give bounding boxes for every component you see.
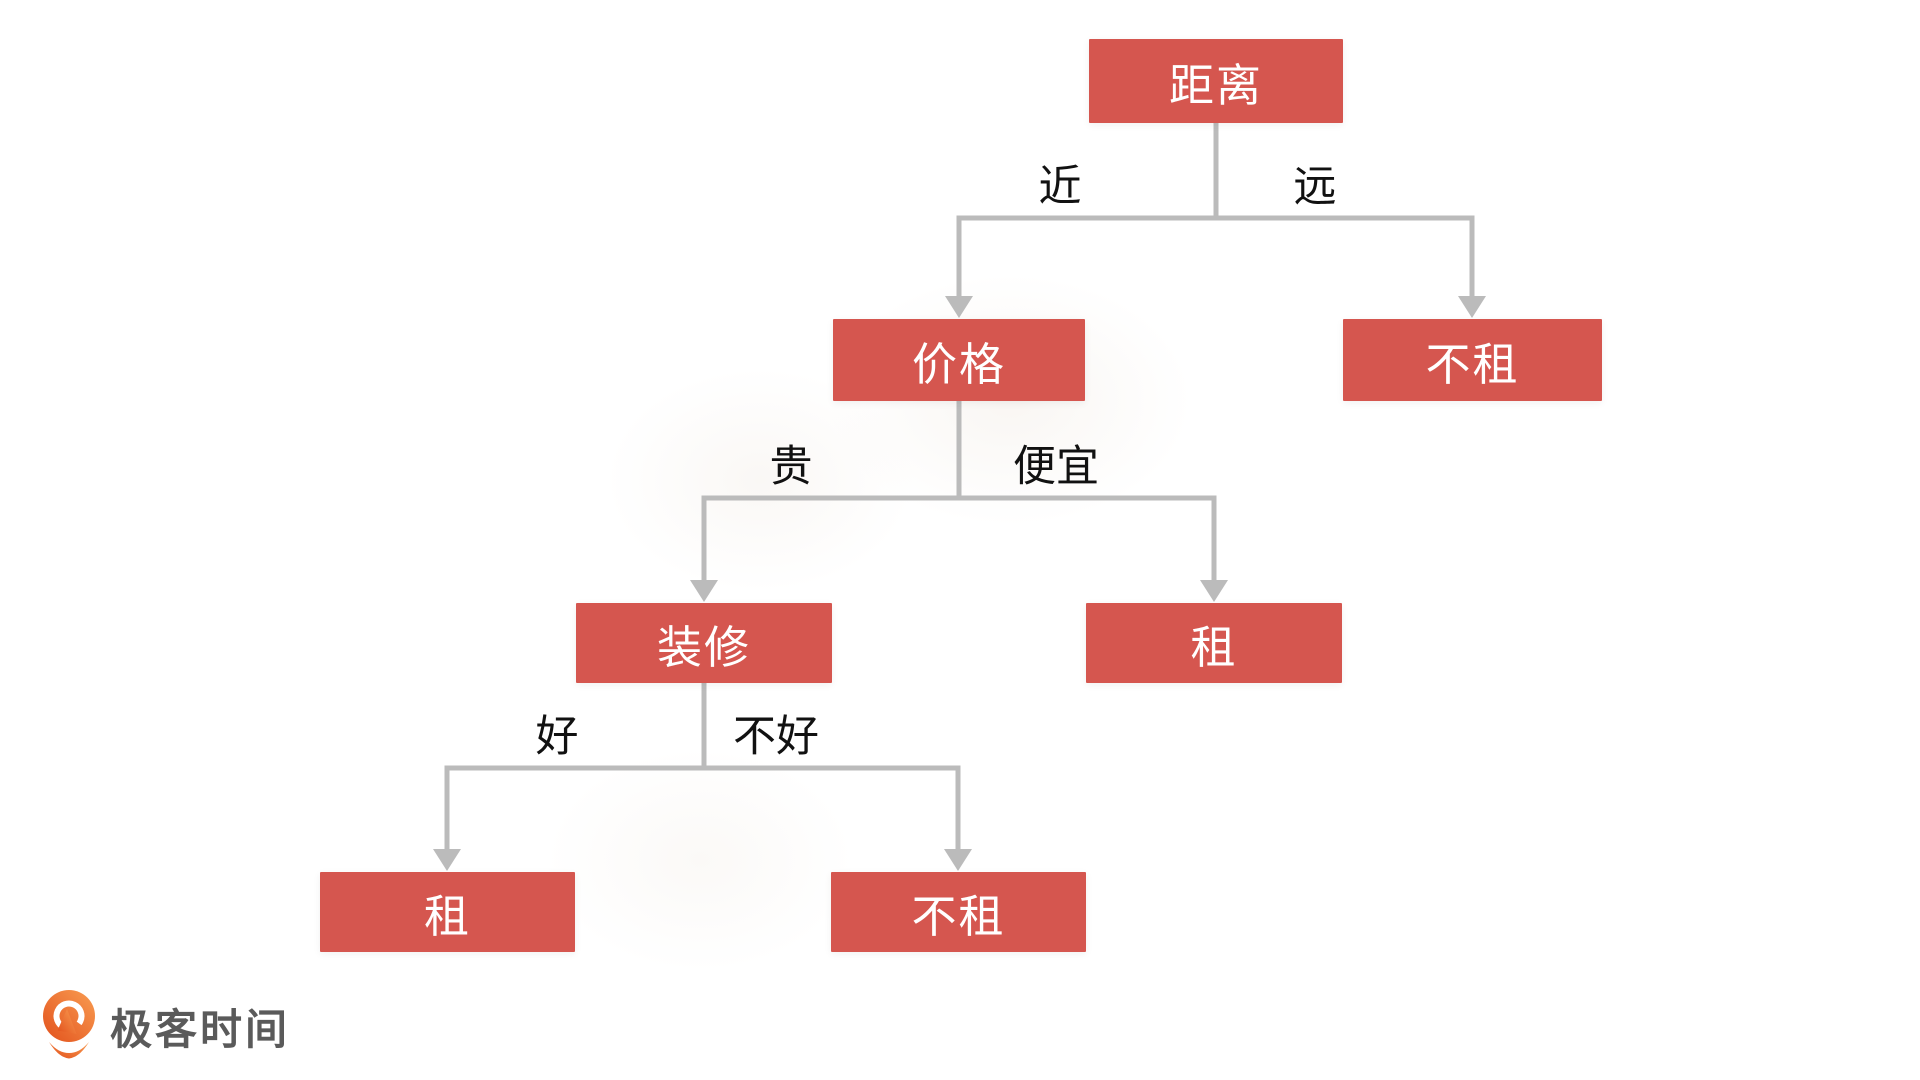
node-no-rent-far: 不租 — [1343, 319, 1602, 401]
arrowhead-to-rent-cheap — [1200, 580, 1228, 602]
edge-label-far: 远 — [1293, 162, 1337, 212]
arrowhead-to-rent-good — [433, 849, 461, 871]
edge-label-expensive: 贵 — [769, 442, 813, 492]
connector-level2-bar — [701, 495, 1217, 582]
node-decoration: 装修 — [576, 603, 832, 683]
arrowhead-to-no-rent-far — [1458, 296, 1486, 318]
edge-label-cheap: 便宜 — [1013, 442, 1099, 492]
node-distance: 距离 — [1089, 39, 1343, 123]
edge-label-good: 好 — [535, 712, 579, 762]
geektime-logo-icon — [43, 990, 95, 1059]
brand-name: 极客时间 — [110, 1004, 291, 1054]
arrowhead-to-decoration — [690, 580, 718, 602]
connector-level1-bar — [956, 215, 1475, 298]
node-no-rent-bad: 不租 — [831, 872, 1086, 952]
arrowhead-to-no-rent-bad — [944, 849, 972, 871]
node-price: 价格 — [833, 319, 1085, 401]
brand-logo: 极客时间 — [42, 990, 290, 1062]
node-rent-cheap: 租 — [1086, 603, 1342, 683]
node-rent-good: 租 — [320, 872, 575, 952]
edge-label-not-good: 不好 — [733, 712, 819, 762]
connector-level3-bar — [444, 765, 961, 851]
arrowhead-to-price — [945, 296, 973, 318]
edge-label-near: 近 — [1038, 162, 1082, 212]
